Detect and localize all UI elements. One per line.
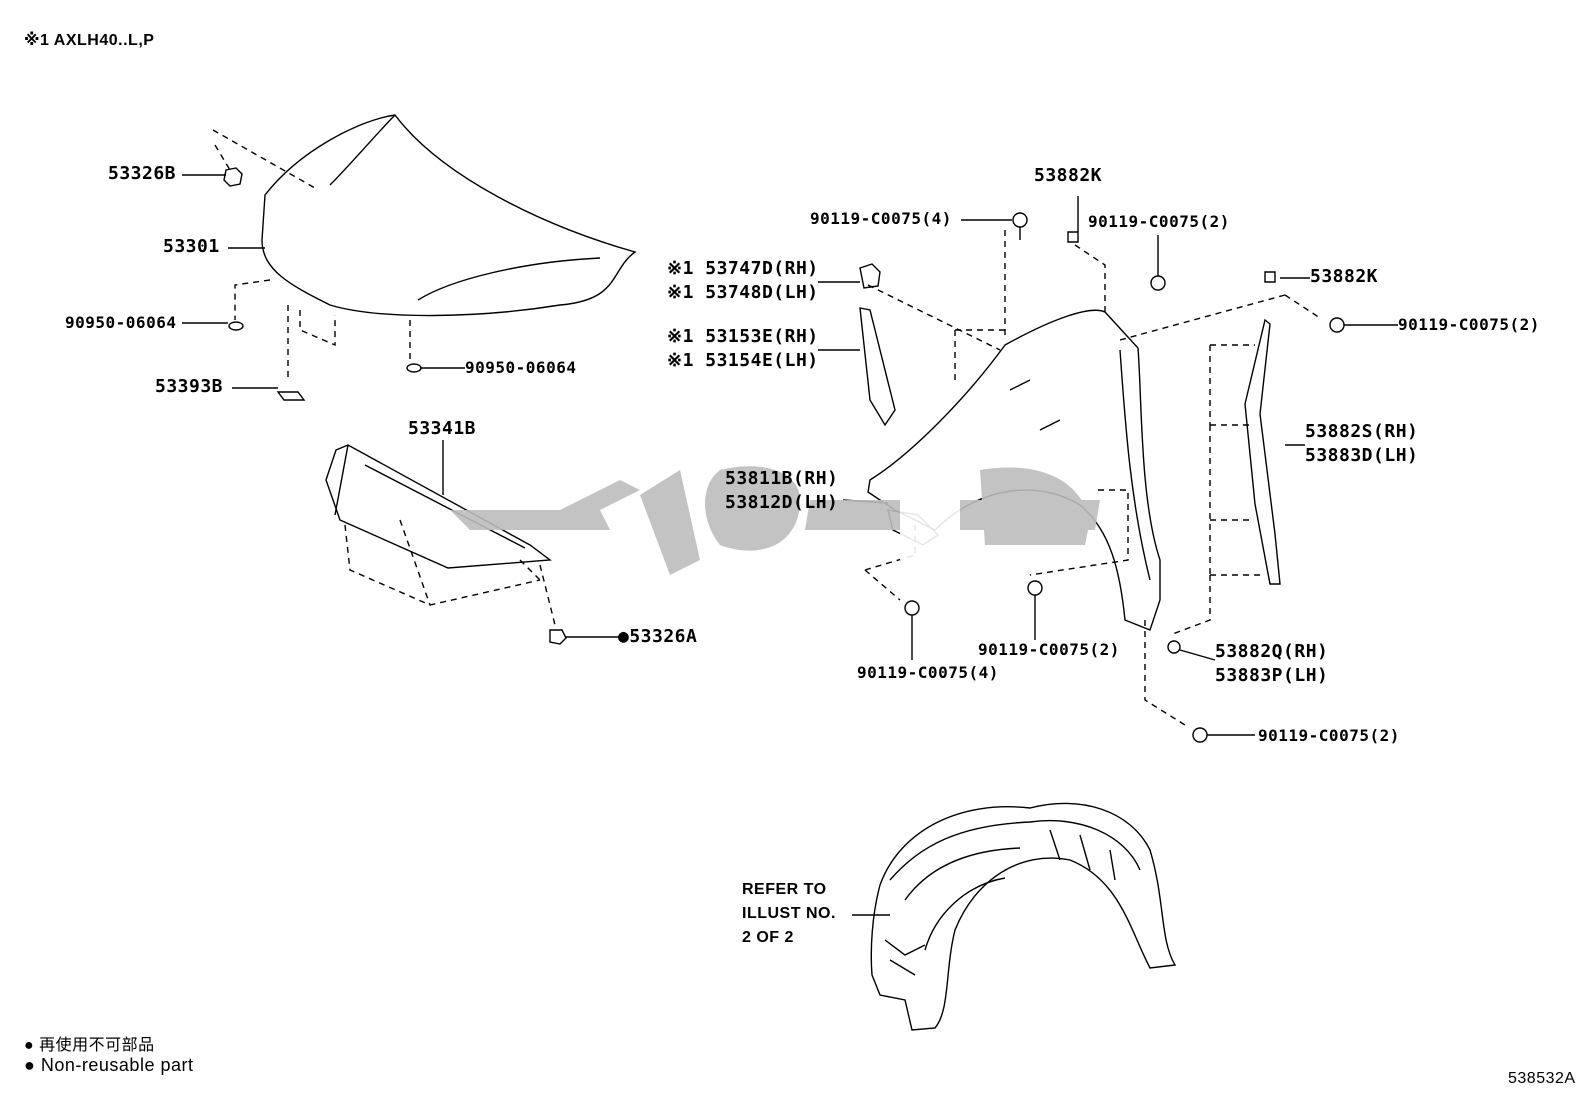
bolt-90119-bot4 [904,600,920,616]
label-90119-C0075-4-top: 90119-C0075(4) [810,209,952,228]
illustration-code: 538532A [1508,1070,1576,1087]
label-90119-C0075-4-bot: 90119-C0075(4) [857,663,999,682]
clip-53882Q [1167,640,1181,654]
inner-liner-part [870,802,1177,1031]
label-53301: 53301 [163,236,220,257]
clip-53326B [223,167,243,187]
legend-jp-text: 再使用不可部品 [39,1037,155,1054]
grommet-90950-a [228,321,244,331]
liner-53882S [1244,318,1281,585]
bolt-90119-bot2 [1192,727,1208,743]
label-53883D: 53883D(LH) [1305,445,1419,466]
legend-en: ● Non-reusable part [24,1055,193,1076]
label-53747D: ※1 53747D(RH) [667,258,819,279]
label-53341B: 53341B [408,418,477,439]
watermark [450,460,1100,575]
label-53748D: ※1 53748D(LH) [667,282,819,303]
label-53812D: 53812D(LH) [725,492,839,513]
label-90950-06064-a: 90950-06064 [65,313,177,332]
refer-line-3: 2 OF 2 [742,929,794,946]
legend-bullet-en: ● [24,1055,36,1075]
label-53882K-a: 53882K [1034,165,1103,186]
label-90119-C0075-2-mid: 90119-C0075(2) [978,640,1120,659]
header-note: ※1 AXLH40..L,P [24,32,155,49]
label-90119-C0075-2-top: 90119-C0075(2) [1088,212,1230,231]
bolt-90119-top [1012,212,1028,228]
clip-53326A [549,629,567,645]
legend-bullet-jp: ● [24,1037,35,1054]
legend-en-text: Non-reusable part [40,1055,194,1075]
seal-53341B [325,444,552,569]
bracket-53393B [276,391,306,401]
hood-part [261,114,637,317]
label-53326A: ●53326A [618,626,698,647]
plate-53882K-b [1264,271,1276,283]
refer-line-2: ILLUST NO. [742,905,836,922]
legend-jp: ● 再使用不可部品 [24,1031,155,1055]
label-53883P: 53883P(LH) [1215,665,1329,686]
label-90119-C0075-2-right: 90119-C0075(2) [1398,315,1540,334]
label-53326B: 53326B [108,163,177,184]
bolt-90119-top2 [1150,275,1166,291]
label-90119-C0075-2-bot: 90119-C0075(2) [1258,726,1400,745]
plate-53882K-a [1067,231,1079,243]
bolt-90119-right [1329,317,1345,333]
cap-53747D [859,263,881,289]
label-53882K-b: 53882K [1310,266,1379,287]
label-90950-06064-b: 90950-06064 [465,358,577,377]
label-53154E: ※1 53154E(LH) [667,350,819,371]
grommet-90950-b [406,363,422,373]
label-53882S: 53882S(RH) [1305,421,1419,442]
label-53811B: 53811B(RH) [725,468,839,489]
refer-line-1: REFER TO [742,881,827,898]
insulator-53153E [859,307,896,427]
label-53393B: 53393B [155,376,224,397]
bolt-90119-mid [1027,580,1043,596]
label-53882Q: 53882Q(RH) [1215,641,1329,662]
label-53153E: ※1 53153E(RH) [667,326,819,347]
